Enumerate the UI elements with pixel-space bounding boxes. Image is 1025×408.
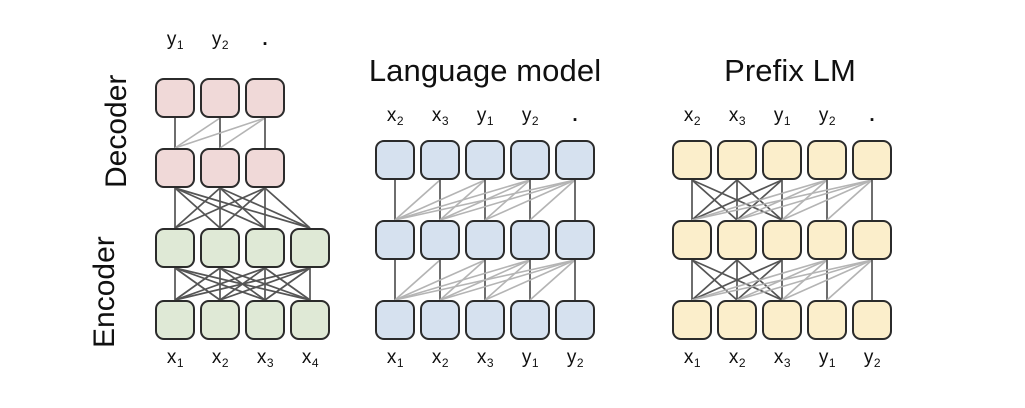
panel-prefix-lm: Prefix LM x2 x3 y1 y2. x1 x2 x3 y1 y2 — [645, 0, 1025, 408]
encoder-bottom-label-4: x4 — [301, 347, 319, 371]
prefix-bottom-row-node-1 — [672, 300, 712, 340]
lm-middle-row-node-5 — [555, 220, 595, 260]
language-model-top-label-2: x3 — [431, 105, 449, 129]
encoder-bottom-row-node-2 — [200, 300, 240, 340]
prefix-top-row-node-4 — [807, 140, 847, 180]
prefix-lm-bottom-label-4: y1 — [818, 347, 836, 371]
prefix-lm-bottom-label-5: y2 — [863, 347, 881, 371]
encoder-bottom-row-node-1 — [155, 300, 195, 340]
lm-bottom-row-node-1 — [375, 300, 415, 340]
prefix-middle-row-node-3 — [762, 220, 802, 260]
language-model-bottom-label-4: y1 — [521, 347, 539, 371]
prefix-lm-top-label-3: y1 — [773, 105, 791, 129]
lm-top-row-node-4 — [510, 140, 550, 180]
decoder-top-row-node-1 — [155, 78, 195, 118]
prefix-lm-bottom-label-1: x1 — [683, 347, 701, 371]
encoder-bottom-row-node-4 — [290, 300, 330, 340]
language-model-top-label-3: y1 — [476, 105, 494, 129]
prefix-top-row-node-3 — [762, 140, 802, 180]
lm-top-row-node-3 — [465, 140, 505, 180]
prefix-top-row-node-2 — [717, 140, 757, 180]
prefix-middle-row-node-1 — [672, 220, 712, 260]
encoder-top-row-node-2 — [200, 228, 240, 268]
decoder-top-label-2: y2 — [211, 29, 229, 53]
decoder-bottom-row-node-3 — [245, 148, 285, 188]
encoder-top-row-node-3 — [245, 228, 285, 268]
prefix-bottom-row-node-4 — [807, 300, 847, 340]
prefix-lm-top-label-2: x3 — [728, 105, 746, 129]
prefix-top-row-node-1 — [672, 140, 712, 180]
language-model-top-label-1: x2 — [386, 105, 404, 129]
language-model-bottom-label-1: x1 — [386, 347, 404, 371]
lm-middle-row-node-1 — [375, 220, 415, 260]
language-model-top-label-5: . — [572, 105, 578, 126]
decoder-top-label-3: . — [262, 29, 268, 50]
prefix-bottom-row-node-5 — [852, 300, 892, 340]
lm-middle-row-node-4 — [510, 220, 550, 260]
decoder-top-row-node-2 — [200, 78, 240, 118]
encoder-top-row-node-1 — [155, 228, 195, 268]
language-model-bottom-label-3: x3 — [476, 347, 494, 371]
encoder-label: Encoder — [88, 236, 121, 348]
decoder-label: Decoder — [100, 74, 133, 188]
lm-bottom-row-node-4 — [510, 300, 550, 340]
lm-bottom-row-node-3 — [465, 300, 505, 340]
language-model-bottom-label-2: x2 — [431, 347, 449, 371]
decoder-top-row-node-3 — [245, 78, 285, 118]
decoder-top-label-1: y1 — [166, 29, 184, 53]
lm-top-row-node-1 — [375, 140, 415, 180]
lm-top-row-node-5 — [555, 140, 595, 180]
language-model-bottom-label-5: y2 — [566, 347, 584, 371]
prefix-middle-row-node-5 — [852, 220, 892, 260]
encoder-bottom-label-2: x2 — [211, 347, 229, 371]
prefix-lm-top-label-4: y2 — [818, 105, 836, 129]
lm-bottom-row-node-5 — [555, 300, 595, 340]
prefix-middle-row-node-2 — [717, 220, 757, 260]
prefix-lm-top-label-5: . — [869, 105, 875, 126]
prefix-lm-top-label-1: x2 — [683, 105, 701, 129]
lm-bottom-row-node-2 — [420, 300, 460, 340]
prefix-lm-title: Prefix LM — [724, 53, 856, 88]
encoder-bottom-row-node-3 — [245, 300, 285, 340]
prefix-lm-bottom-label-3: x3 — [773, 347, 791, 371]
lm-middle-row-node-3 — [465, 220, 505, 260]
decoder-bottom-row-node-1 — [155, 148, 195, 188]
prefix-bottom-row-node-3 — [762, 300, 802, 340]
panel-encoder-decoder: Decoder Encoder y1 y2. x1 x2 x3 x4 — [0, 0, 345, 408]
language-model-top-label-4: y2 — [521, 105, 539, 129]
panel-language-model: Language model x2 x3 y1 y2. x1 x2 x3 y1 y2 — [345, 0, 645, 408]
prefix-lm-bottom-label-2: x2 — [728, 347, 746, 371]
encoder-bottom-label-3: x3 — [256, 347, 274, 371]
prefix-bottom-row-node-2 — [717, 300, 757, 340]
lm-middle-row-node-2 — [420, 220, 460, 260]
language-model-title: Language model — [368, 53, 602, 88]
prefix-top-row-node-5 — [852, 140, 892, 180]
encoder-top-row-node-4 — [290, 228, 330, 268]
decoder-bottom-row-node-2 — [200, 148, 240, 188]
prefix-middle-row-node-4 — [807, 220, 847, 260]
encoder-bottom-label-1: x1 — [166, 347, 184, 371]
lm-top-row-node-2 — [420, 140, 460, 180]
